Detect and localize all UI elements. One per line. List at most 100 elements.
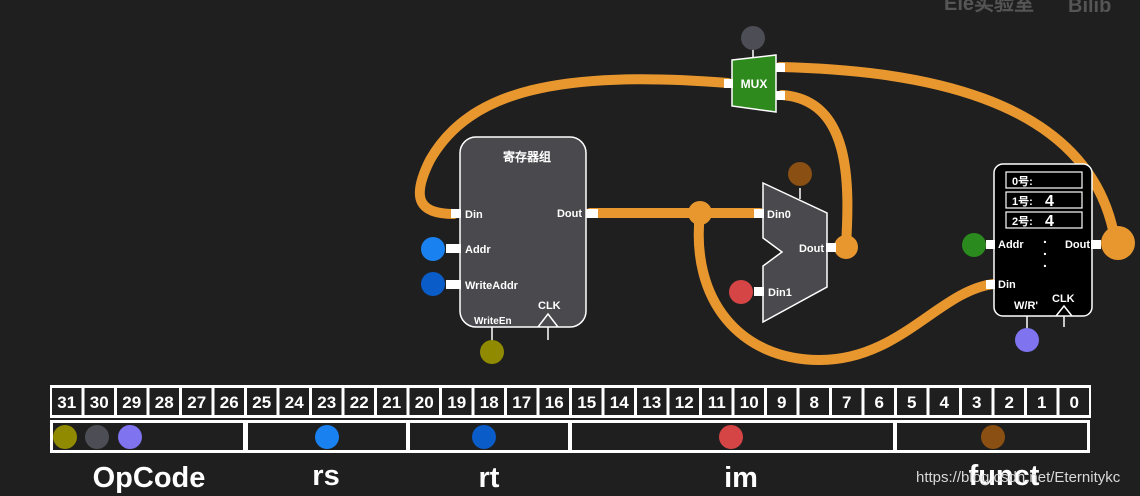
bit-cell <box>214 388 244 415</box>
memory-unit: 0号: 1号: 4 2号: 4 . . . Addr Dout Din W/R'… <box>986 163 1101 328</box>
bit-number: 17 <box>512 393 531 412</box>
wire-mux-to-memdout <box>775 62 1120 245</box>
mux-right-dout-label: Dout <box>799 243 824 255</box>
bit-number: 22 <box>350 393 369 412</box>
wires <box>414 62 1120 366</box>
field-dot-opcode-lavender <box>118 425 142 449</box>
field-opcode-slot <box>53 423 243 450</box>
bit-cell <box>474 388 504 415</box>
bit-number: 9 <box>777 393 786 412</box>
field-name-rs: rs <box>312 460 339 492</box>
bit-cell <box>832 388 862 415</box>
bit-cell <box>149 388 179 415</box>
signal-dot-mux-right-select <box>788 162 812 186</box>
field-dot-rt <box>472 425 496 449</box>
field-dot-funct <box>981 425 1005 449</box>
bit-number: 29 <box>122 393 141 412</box>
signal-dot-mux-select <box>741 26 765 50</box>
bit-cell <box>247 388 277 415</box>
bit-number: 8 <box>810 393 819 412</box>
bit-number: 10 <box>740 393 759 412</box>
mux-right: Din0 Din1 Dout <box>754 181 836 324</box>
bit-cell <box>962 388 992 415</box>
instruction-field-row <box>50 420 1090 453</box>
mux-right-din1-label: Din1 <box>768 287 792 299</box>
bit-cell <box>1059 388 1089 415</box>
bit-cell <box>539 388 569 415</box>
bit-number: 23 <box>317 393 336 412</box>
memory-ellipsis-3: . <box>1043 254 1047 270</box>
mux-right-din0-label: Din0 <box>767 209 791 221</box>
memory-ellipsis-1: . <box>1043 230 1047 246</box>
watermark-url: https://blog.csdn.net/Eternitykc <box>916 469 1121 486</box>
memory-cell-2-label: 2号: <box>1012 215 1033 228</box>
bit-number: 1 <box>1037 393 1046 412</box>
signal-dot-writeen <box>480 340 504 364</box>
bit-cell <box>897 388 927 415</box>
bit-number: 15 <box>577 393 596 412</box>
signal-dot-mem-wr <box>1015 328 1039 352</box>
field-dot-opcode-gray <box>85 425 109 449</box>
memory-wr-label: W/R' <box>1014 300 1038 312</box>
wire-branch-to-memdin <box>693 208 999 366</box>
field-name-funct: funct <box>969 460 1040 492</box>
bit-cell <box>637 388 667 415</box>
regfile-addr-label: Addr <box>465 244 491 256</box>
signal-dot-mem-addr <box>962 233 986 257</box>
bit-number: 12 <box>675 393 694 412</box>
bit-number: 5 <box>907 393 916 412</box>
bit-number: 24 <box>285 393 304 412</box>
regfile-writeaddr-label: WriteAddr <box>465 280 519 292</box>
memory-ellipsis-2: . <box>1043 242 1047 258</box>
memory-cell-1-label: 1号: <box>1012 195 1033 208</box>
bit-number: 14 <box>610 393 629 412</box>
bit-cell <box>377 388 407 415</box>
mux-top-label: MUX <box>741 77 768 91</box>
bit-cell <box>409 388 439 415</box>
bit-number: 13 <box>642 393 661 412</box>
junction-dout <box>688 201 712 225</box>
bit-number: 11 <box>708 393 726 412</box>
bit-cell <box>799 388 829 415</box>
field-dot-im <box>719 425 743 449</box>
regfile-writeen-label: WriteEn <box>474 316 512 327</box>
bit-number: 4 <box>940 393 950 412</box>
watermark-channel: Ele实验室 <box>944 0 1034 15</box>
bit-cell <box>312 388 342 415</box>
signal-dot-din1 <box>729 280 753 304</box>
bit-cell <box>442 388 472 415</box>
bit-cell <box>182 388 212 415</box>
field-name-im: im <box>724 462 758 494</box>
memory-addr-label: Addr <box>998 239 1024 251</box>
memory-din-label: Din <box>998 279 1016 291</box>
bit-number: 28 <box>155 393 174 412</box>
bit-number: 18 <box>480 393 499 412</box>
bit-number: 26 <box>220 393 239 412</box>
bit-number: 3 <box>972 393 981 412</box>
junction-mux-dout <box>834 235 858 259</box>
bit-cell <box>344 388 374 415</box>
regfile-title: 寄存器组 <box>503 149 551 164</box>
bit-cell <box>507 388 537 415</box>
field-name-rt: rt <box>479 462 500 494</box>
memory-clk-label: CLK <box>1052 293 1075 305</box>
bit-cell <box>117 388 147 415</box>
field-dot-rs <box>315 425 339 449</box>
register-file: 寄存器组 Din Addr WriteAddr WriteEn CLK Dout <box>446 136 598 342</box>
bit-number: 19 <box>447 393 466 412</box>
signal-dot-addr <box>421 237 445 261</box>
bit-cell <box>994 388 1024 415</box>
watermark-logo: Bilib <box>1068 0 1111 17</box>
regfile-clk-label: CLK <box>538 300 561 312</box>
memory-clk-symbol-icon <box>1055 304 1073 317</box>
bit-cell <box>929 388 959 415</box>
wire-muxdout-to-mux <box>777 90 853 251</box>
bit-cell <box>279 388 309 415</box>
regfile-clk-symbol-icon <box>537 312 559 328</box>
bit-number: 20 <box>415 393 434 412</box>
wire-mux-to-din <box>414 74 733 219</box>
bit-number: 30 <box>90 393 109 412</box>
bit-number: 27 <box>187 393 206 412</box>
mux-top-body <box>731 54 777 113</box>
